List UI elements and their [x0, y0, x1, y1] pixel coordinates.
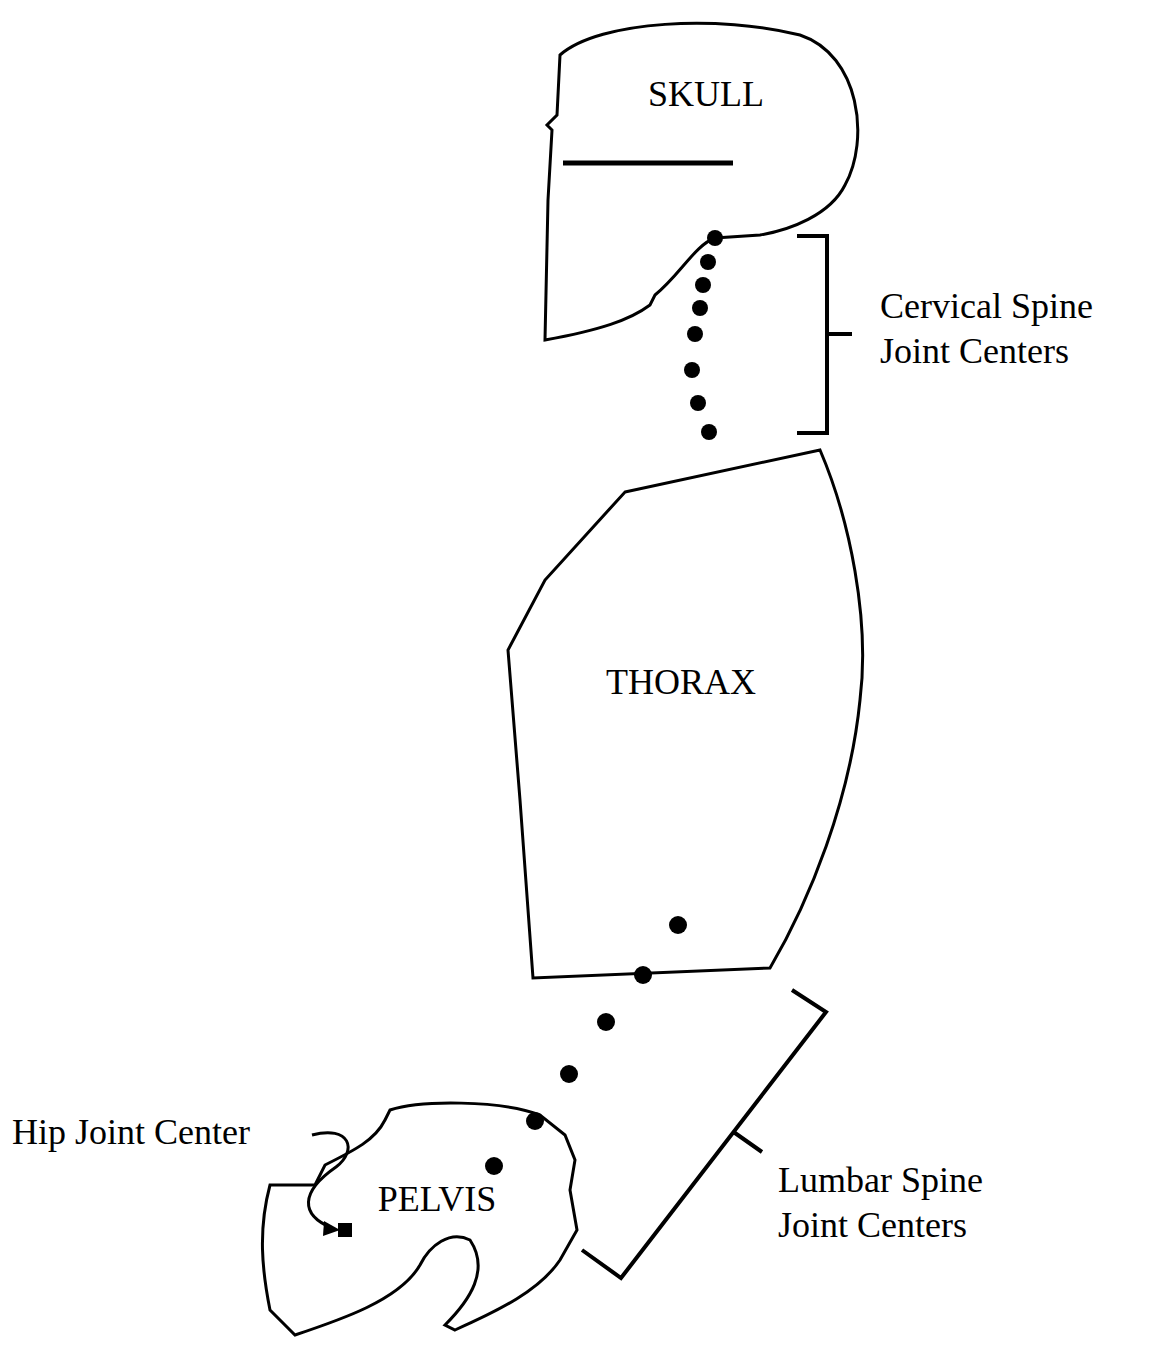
hip-joint-marker: [338, 1223, 352, 1237]
skull-outline: [540, 15, 870, 345]
pelvis-outline: [262, 1103, 577, 1335]
bracket-label: Cervical Spine Joint Centers: [880, 284, 1150, 374]
segment-name: THORAX: [606, 663, 756, 703]
reference-line: [563, 161, 733, 166]
brackets: [582, 236, 852, 1278]
joint-center-dots: [485, 230, 723, 1175]
arrowhead: [323, 1221, 340, 1236]
body-segment: THORAX: [505, 445, 870, 985]
segment-name: PELVIS: [378, 1180, 497, 1220]
callout-label: Hip Joint Center: [12, 1110, 312, 1155]
body-segment: SKULL: [540, 15, 870, 345]
skull-outline: [545, 23, 858, 340]
leader-line: [308, 1133, 348, 1228]
thorax-outline: [508, 450, 863, 978]
body-segment: PELVIS: [255, 1095, 580, 1340]
thorax-outline: [505, 445, 870, 985]
bracket-label: Lumbar Spine Joint Centers: [778, 1158, 1038, 1248]
segment-name: SKULL: [648, 75, 764, 115]
